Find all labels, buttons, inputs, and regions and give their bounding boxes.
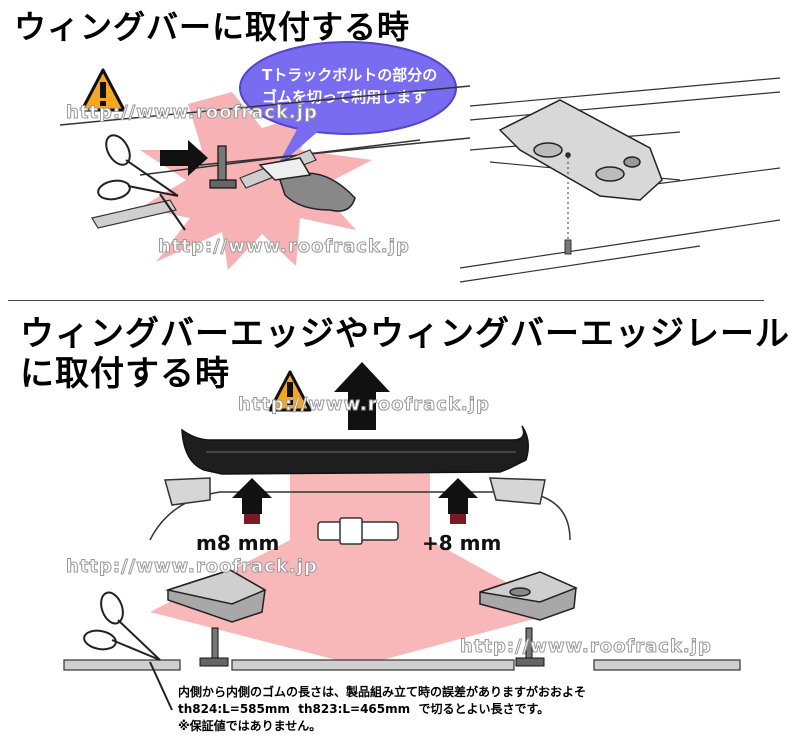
note-line3: ※保証値ではありません。 (178, 718, 788, 735)
dim-label-left: m8 mm (196, 531, 279, 555)
watermark: http://www.roofrack.jp (66, 556, 318, 577)
note-line2: th824:L=585mm th823:L=465mm で切るとよい長さです。 (178, 701, 788, 718)
rubber-strip (64, 660, 740, 670)
watermark: http://www.roofrack.jp (460, 636, 712, 657)
watermark: http://www.roofrack.jp (66, 102, 318, 123)
watermark: http://www.roofrack.jp (158, 236, 410, 257)
small-bolt (565, 240, 571, 254)
red-gap-marker (244, 514, 260, 524)
wing-bar (182, 426, 528, 474)
watermark: http://www.roofrack.jp (238, 394, 490, 415)
red-gap-marker (450, 514, 466, 524)
length-note: 内側から内側のゴムの長さは、製品組み立て時の誤差がありますがおおよそ th824… (178, 684, 788, 735)
callout-text-line1: Tトラックボルトの部分の (262, 66, 437, 84)
note-line1: 内側から内側のゴムの長さは、製品組み立て時の誤差がありますがおおよそ (178, 684, 788, 701)
dim-label-right: +8 mm (422, 531, 501, 555)
